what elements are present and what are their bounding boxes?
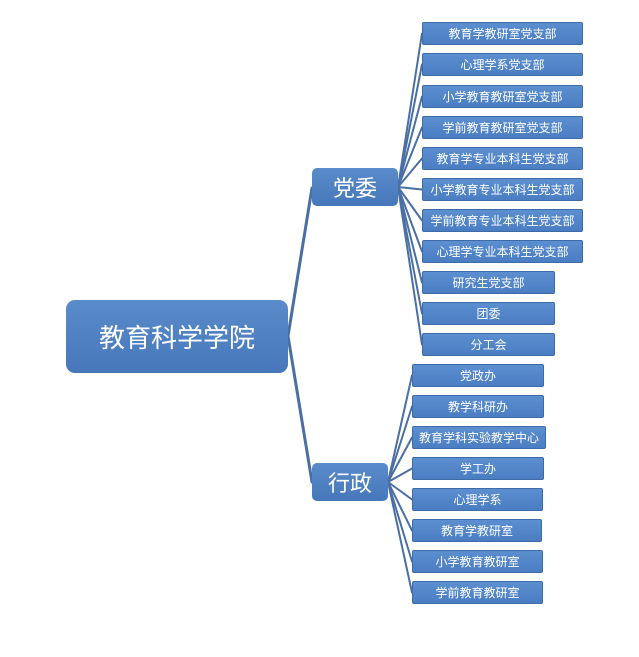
party-unit-label: 心理学系党支部: [460, 58, 545, 72]
admin-unit-label: 教育学教研室: [440, 524, 513, 538]
party-unit-node: 教育学教研室党支部: [422, 22, 583, 45]
party-committee-node: 党委: [312, 168, 398, 206]
party-unit-label: 教育学教研室党支部: [448, 27, 557, 41]
admin-unit-label: 小学教育教研室: [435, 555, 520, 569]
connector-line: [387, 481, 413, 532]
admin-unit-node: 小学教育教研室: [412, 550, 543, 573]
admin-unit-node: 学工办: [412, 457, 544, 480]
party-unit-label: 学前教育专业本科生党支部: [430, 214, 575, 228]
connector-line: [397, 186, 423, 222]
admin-unit-label: 教育学科实验教学中心: [418, 431, 539, 445]
admin-unit-label: 学工办: [459, 462, 496, 476]
party-unit-label: 研究生党支部: [452, 276, 525, 290]
party-unit-node: 研究生党支部: [422, 271, 555, 294]
connector-line: [397, 63, 423, 188]
admin-unit-node: 教学科研办: [412, 395, 544, 418]
party-unit-node: 学前教育教研室党支部: [422, 116, 583, 139]
party-unit-node: 学前教育专业本科生党支部: [422, 209, 583, 232]
connector-line: [397, 126, 423, 188]
connector-line: [387, 481, 413, 594]
connector-line: [286, 186, 314, 338]
admin-unit-label: 学前教育教研室: [435, 586, 520, 600]
connector-line: [387, 481, 413, 501]
party-unit-node: 心理学系党支部: [422, 53, 583, 76]
connector-line: [397, 186, 423, 253]
party-unit-label: 教育学专业本科生党支部: [436, 152, 569, 166]
party-committee-label: 党委: [332, 177, 377, 202]
connector-line: [397, 186, 423, 346]
party-unit-node: 分工会: [422, 333, 555, 356]
connector-line: [397, 186, 423, 191]
administration-label: 行政: [327, 472, 372, 497]
connector-line: [397, 95, 423, 188]
admin-unit-node: 教育学教研室: [412, 519, 542, 542]
party-unit-node: 小学教育教研室党支部: [422, 85, 583, 108]
party-unit-node: 心理学专业本科生党支部: [422, 240, 583, 263]
connector-line: [387, 374, 413, 483]
connector-line: [387, 467, 413, 483]
admin-unit-label: 教学科研办: [447, 400, 508, 414]
party-unit-label: 学前教育教研室党支部: [442, 121, 563, 135]
party-unit-label: 团委: [476, 307, 501, 321]
party-unit-label: 小学教育教研室党支部: [442, 90, 563, 104]
party-unit-node: 教育学专业本科生党支部: [422, 147, 583, 170]
admin-unit-label: 心理学系: [453, 493, 502, 507]
party-unit-node: 团委: [422, 302, 555, 325]
administration-node: 行政: [312, 463, 388, 501]
admin-unit-node: 心理学系: [412, 488, 543, 511]
root-node: 教育科学学院: [66, 300, 288, 373]
party-unit-label: 心理学专业本科生党支部: [436, 245, 569, 259]
admin-unit-label: 党政办: [459, 369, 496, 383]
connector-line: [387, 436, 413, 483]
admin-unit-node: 学前教育教研室: [412, 581, 543, 604]
connector-line: [387, 405, 413, 483]
party-unit-node: 小学教育专业本科生党支部: [422, 178, 583, 201]
admin-unit-node: 党政办: [412, 364, 544, 387]
connector-line: [397, 157, 423, 188]
party-unit-label: 小学教育专业本科生党支部: [430, 183, 575, 197]
connector-line: [387, 481, 413, 563]
party-unit-label: 分工会: [470, 338, 507, 352]
connector-line: [286, 334, 314, 484]
admin-unit-node: 教育学科实验教学中心: [412, 426, 546, 449]
root-label: 教育科学学院: [98, 324, 255, 354]
